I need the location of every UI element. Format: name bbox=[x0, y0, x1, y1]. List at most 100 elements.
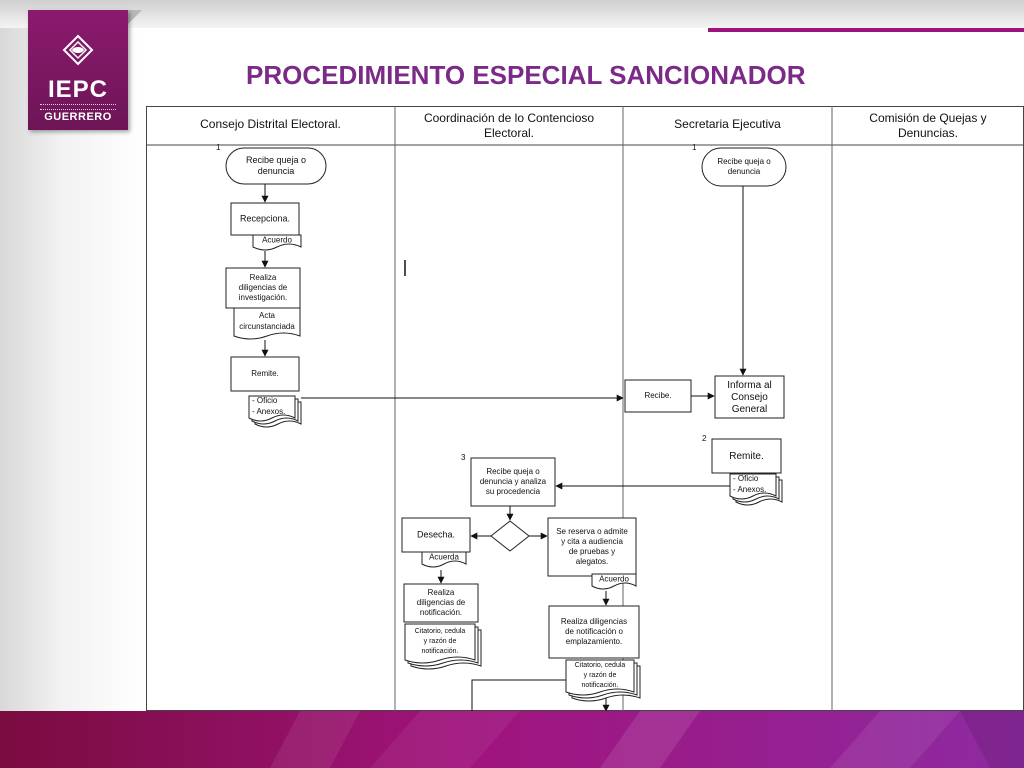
document-label: - Oficio - Anexos. bbox=[252, 396, 285, 416]
process-n_recepciona: Recepciona. bbox=[230, 202, 300, 236]
logo-fold bbox=[128, 10, 142, 24]
iepc-logo: IEPC GUERRERO bbox=[28, 10, 128, 130]
process-label-line: Recibe. bbox=[644, 391, 671, 400]
process-label-line: de notificación o bbox=[565, 627, 623, 636]
document-doc_acuerda: Acuerda bbox=[421, 551, 467, 568]
process-box bbox=[230, 356, 300, 392]
document-shape bbox=[248, 395, 296, 422]
document-doc_acuerdo_1: Acuerdo bbox=[252, 234, 302, 251]
logo-text-iepc: IEPC bbox=[47, 76, 108, 103]
process-label: Remite. bbox=[729, 451, 763, 462]
process-n_desecha: Desecha. bbox=[401, 517, 471, 553]
process-label-line: de pruebas y bbox=[569, 547, 615, 556]
process-label-line: y cita a audiencia bbox=[561, 537, 623, 546]
document-label: Citatorio, cedula y razón de notificación. bbox=[575, 662, 626, 689]
terminator-label-line: Recibe queja o bbox=[717, 157, 771, 166]
step-number: 2 bbox=[702, 434, 707, 443]
document-label-line: Acuerdo bbox=[262, 236, 292, 245]
document-doc_oficio_se: - Oficio - Anexos. bbox=[729, 473, 783, 506]
lane-consejo-distrital-header-line: Consejo Distrital Electoral. bbox=[200, 117, 341, 131]
document-doc_citatorio_2: Citatorio, cedula y razón de notificación. bbox=[565, 659, 641, 702]
process-box bbox=[547, 517, 637, 577]
document-label-line: - Oficio bbox=[733, 474, 759, 483]
process-label-line: Se reserva o admite bbox=[556, 527, 628, 536]
document-label-line: Acuerda bbox=[429, 553, 459, 562]
process-label-line: Realiza bbox=[250, 273, 277, 282]
step-number: 1 bbox=[692, 143, 697, 152]
flow-connectors bbox=[261, 184, 747, 711]
document-label-line: Acuerdo bbox=[599, 575, 629, 584]
document-label-line: - Oficio bbox=[252, 396, 278, 405]
terminator-label-line: Recibe queja o bbox=[246, 155, 306, 165]
document-label-line: notificación. bbox=[582, 682, 619, 689]
step-number: 1 bbox=[216, 143, 221, 152]
document-shape bbox=[233, 307, 301, 340]
process-label-line: Consejo bbox=[731, 392, 768, 403]
process-label-line: emplazamiento. bbox=[566, 637, 622, 646]
process-label-line: denuncia y analiza bbox=[480, 477, 547, 486]
lane-comision-quejas-header-line: Comisión de Quejas y bbox=[869, 111, 986, 125]
document-doc_acta: Acta circunstanciada bbox=[233, 307, 301, 340]
process-box bbox=[403, 583, 479, 623]
accent-line bbox=[708, 28, 1024, 32]
logo-text-guerrero: GUERRERO bbox=[44, 111, 112, 123]
process-box bbox=[714, 375, 785, 419]
process-label-line: diligencias de bbox=[417, 598, 466, 607]
document-shape bbox=[252, 234, 302, 251]
document-label-line: y razón de bbox=[424, 638, 457, 645]
document-label-line: Citatorio, cedula bbox=[415, 628, 466, 635]
process-n_remite_cde: Remite. bbox=[230, 356, 300, 392]
process-label-line: Recepciona. bbox=[240, 214, 290, 224]
document-label-line: Citatorio, cedula bbox=[575, 662, 626, 669]
process-label-line: Desecha. bbox=[417, 530, 455, 540]
document-label-line: - Anexos. bbox=[252, 407, 285, 416]
process-label: Recepciona. bbox=[240, 214, 290, 224]
lane-comision-quejas-header-line: Denuncias. bbox=[898, 126, 958, 140]
process-box bbox=[711, 438, 782, 474]
logo-emblem-icon bbox=[62, 34, 94, 66]
document-shape bbox=[591, 573, 637, 590]
bottom-decorative-band bbox=[0, 711, 1024, 768]
process-label-line: Realiza bbox=[428, 588, 455, 597]
document-label: Acuerda bbox=[429, 553, 459, 562]
process-label-line: General bbox=[732, 404, 768, 415]
terminator-shape bbox=[225, 147, 327, 185]
step-number: 3 bbox=[461, 453, 466, 462]
process-box bbox=[548, 605, 640, 659]
document-doc_oficio_cde: - Oficio - Anexos. bbox=[248, 395, 302, 428]
process-label-line: investigación. bbox=[239, 293, 287, 302]
top-band bbox=[0, 0, 1024, 28]
document-label-line: y razón de bbox=[584, 672, 617, 679]
terminator-shape bbox=[701, 147, 787, 187]
document-label-line: Acta bbox=[259, 311, 276, 320]
document-shape bbox=[565, 659, 635, 696]
process-box bbox=[230, 202, 300, 236]
document-shape bbox=[404, 623, 476, 664]
process-label-line: alegatos. bbox=[576, 557, 608, 566]
decision-diamond bbox=[490, 520, 530, 552]
process-label: Desecha. bbox=[417, 530, 455, 540]
document-label-line: - Anexos. bbox=[733, 485, 766, 494]
terminator-label-line: denuncia bbox=[728, 167, 761, 176]
process-n_remite_se: Remite. 2 bbox=[702, 434, 782, 474]
document-label-line: circunstanciada bbox=[239, 322, 295, 331]
process-label: Recibe. bbox=[644, 391, 671, 400]
process-label-line: Remite. bbox=[251, 369, 279, 378]
flowchart: Consejo Distrital Electoral. Coordinación… bbox=[146, 106, 1024, 711]
process-label-line: Informa al bbox=[727, 380, 771, 391]
process-label-line: Realiza diligencias bbox=[561, 617, 627, 626]
logo-tagline bbox=[40, 104, 116, 110]
document-label: Acta circunstanciada bbox=[239, 311, 295, 331]
